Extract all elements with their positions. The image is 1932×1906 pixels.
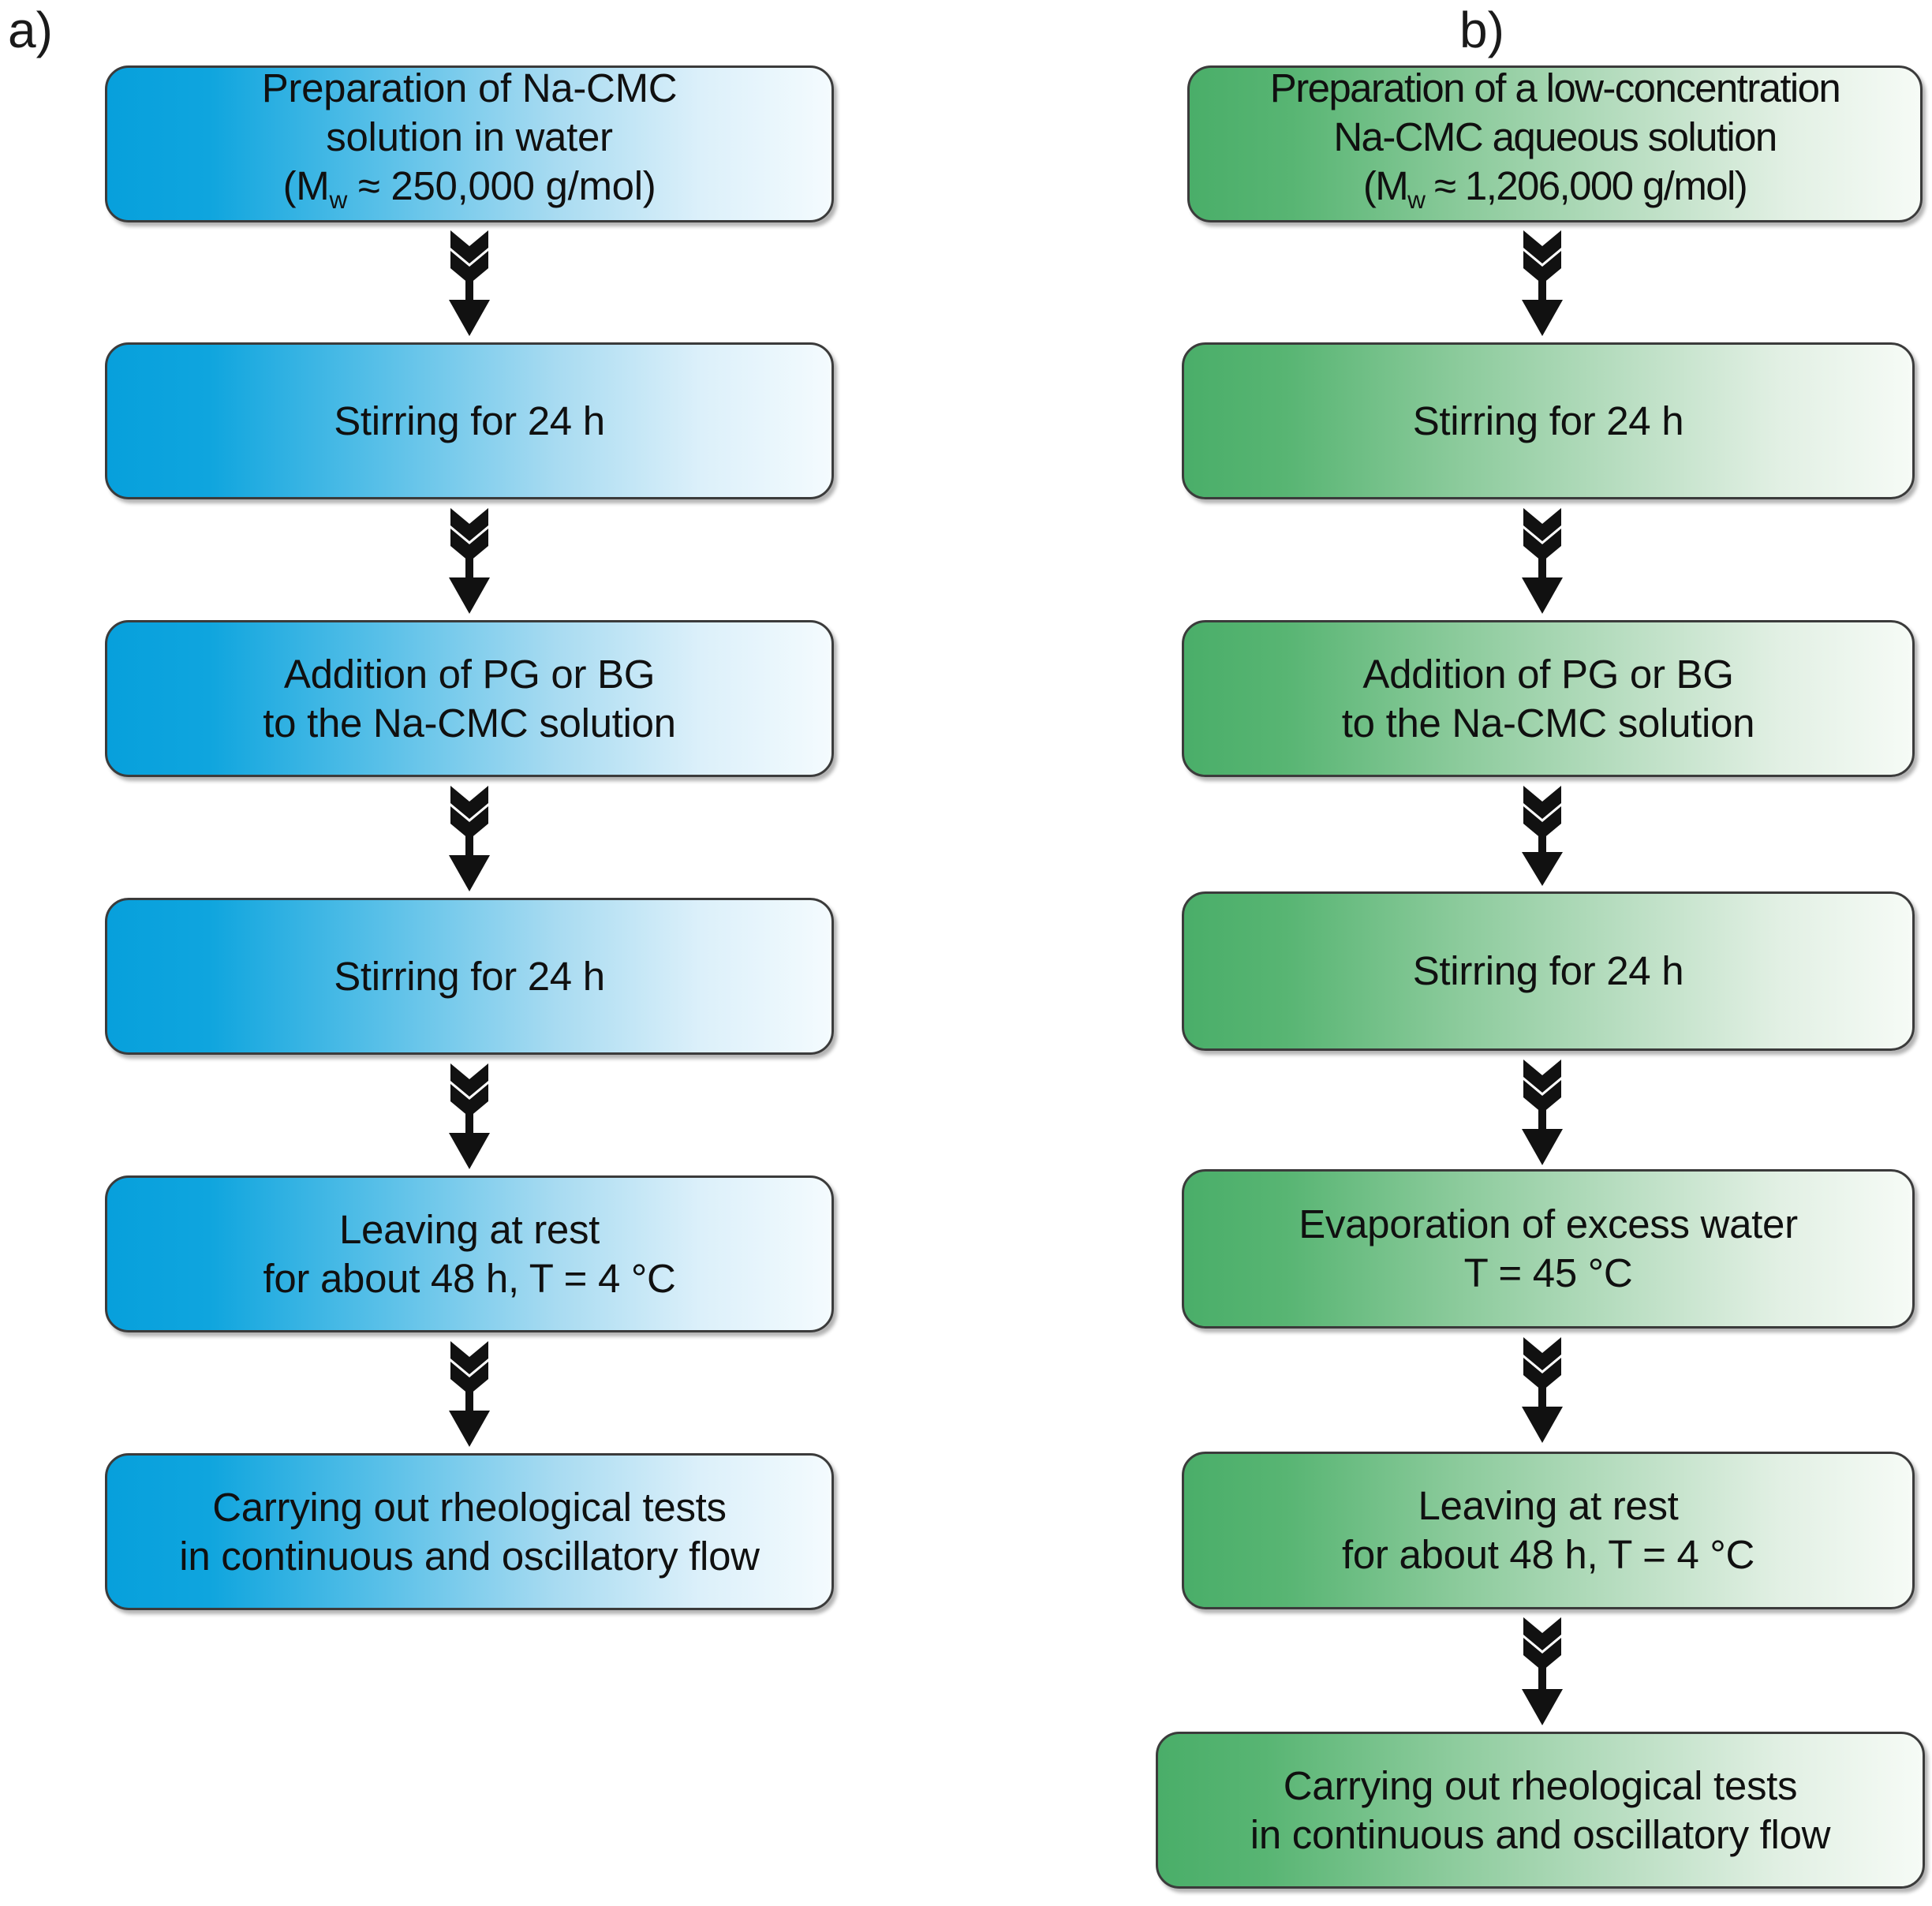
panel-a-step-5-box: Leaving at rest for about 48 h, T = 4 °C xyxy=(105,1175,834,1332)
panel-a-step-2-box: Stirring for 24 h xyxy=(105,342,834,499)
panel-a-step-2-text: Stirring for 24 h xyxy=(334,398,605,443)
panel-a-connector-5 xyxy=(439,1338,499,1448)
panel-b-step-3-text: Addition of PG or BG to the Na-CMC solut… xyxy=(1341,651,1755,746)
panel-b-connector-2 xyxy=(1512,505,1572,615)
panel-b-step-7-box: Carrying out rheological tests in contin… xyxy=(1156,1732,1925,1889)
panel-a-connector-1 xyxy=(439,227,499,338)
panel-b-connector-4 xyxy=(1512,1056,1572,1167)
panel-a-connector-3 xyxy=(439,783,499,893)
panel-b-step-4-box: Stirring for 24 h xyxy=(1182,891,1915,1051)
panel-a-step-4-text: Stirring for 24 h xyxy=(334,953,605,999)
panel-a-step-6-box: Carrying out rheological tests in contin… xyxy=(105,1453,834,1610)
panel-b-connector-3 xyxy=(1512,783,1572,888)
panel-b-connector-5 xyxy=(1512,1334,1572,1444)
panel-a-step-5-text: Leaving at rest for about 48 h, T = 4 °C xyxy=(263,1206,676,1301)
panel-a-step-4-box: Stirring for 24 h xyxy=(105,898,834,1055)
panel-a-step-3-box: Addition of PG or BG to the Na-CMC solut… xyxy=(105,620,834,777)
panel-b-connector-1 xyxy=(1512,227,1572,338)
panel-a-step-6-text: Carrying out rheological tests in contin… xyxy=(179,1484,760,1579)
panel-b-step-2-text: Stirring for 24 h xyxy=(1412,398,1684,443)
panel-b-step-4-text: Stirring for 24 h xyxy=(1412,948,1684,993)
panel-b-label: b) xyxy=(1459,2,1504,58)
panel-b-connector-6 xyxy=(1512,1614,1572,1727)
panel-b-step-2-box: Stirring for 24 h xyxy=(1182,342,1915,499)
panel-a-label: a) xyxy=(8,2,53,58)
panel-b-step-5-box: Evaporation of excess water T = 45 °C xyxy=(1182,1169,1915,1329)
panel-b-step-6-text: Leaving at rest for about 48 h, T = 4 °C xyxy=(1341,1483,1755,1577)
panel-b-step-7-text: Carrying out rheological tests in contin… xyxy=(1250,1762,1831,1857)
panel-b-step-3-box: Addition of PG or BG to the Na-CMC solut… xyxy=(1182,620,1915,777)
panel-b-step-6-box: Leaving at rest for about 48 h, T = 4 °C xyxy=(1182,1452,1915,1609)
panel-a-connector-4 xyxy=(439,1060,499,1171)
panel-a-connector-2 xyxy=(439,505,499,615)
panel-b-step-5-text: Evaporation of excess water T = 45 °C xyxy=(1299,1202,1798,1295)
panel-a-step-3-text: Addition of PG or BG to the Na-CMC solut… xyxy=(263,651,676,746)
